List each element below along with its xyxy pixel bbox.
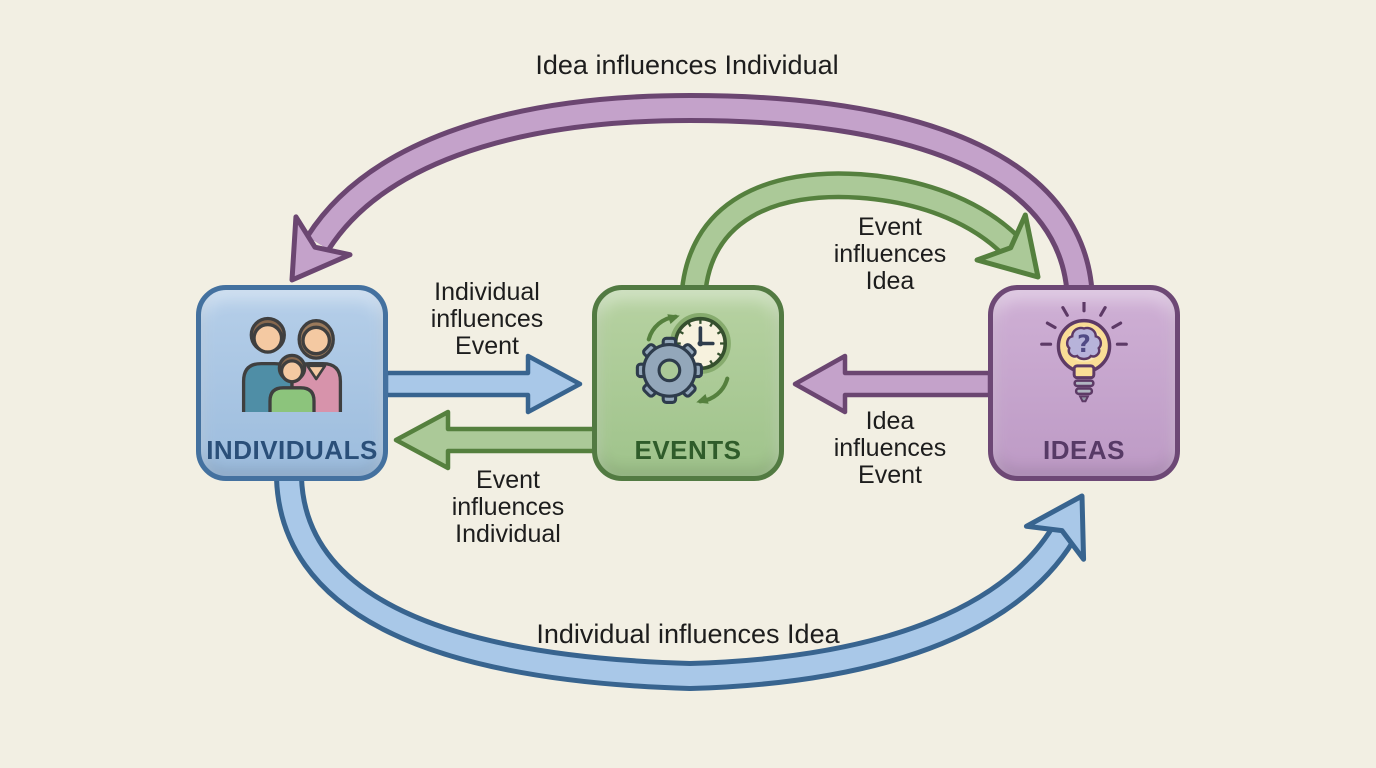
edge-label-idea-influences-individual: Idea influences Individual xyxy=(535,50,839,80)
gear-clock-icon xyxy=(626,302,750,416)
node-events: EVENTS xyxy=(592,285,784,481)
arrowhead-icon xyxy=(289,214,353,283)
node-label-ideas: IDEAS xyxy=(1043,435,1125,465)
lightbulb-brain-icon: ? xyxy=(1025,302,1143,412)
edge-label-event-influences-individual: Event influences Individual xyxy=(451,466,565,548)
edge-label-individual-influences-idea: Individual influences Idea xyxy=(536,619,840,649)
arrowhead-icon xyxy=(1023,493,1087,562)
arrowhead-icon xyxy=(974,212,1041,280)
arc-band xyxy=(309,97,1090,303)
node-ideas: ? IDEAS xyxy=(988,285,1180,481)
arc-band xyxy=(683,175,1020,303)
family-icon xyxy=(226,302,358,412)
edge-label-idea-influences-event: Idea influences Event xyxy=(833,407,947,489)
node-label-events: EVENTS xyxy=(634,435,742,465)
arrow-individual-to-event xyxy=(383,353,583,415)
node-label-individuals: INDIVIDUALS xyxy=(206,435,378,465)
arc-band xyxy=(279,477,1072,687)
arrow-idea-to-individual xyxy=(289,92,1095,303)
edge-label-event-influences-idea: Event influences Idea xyxy=(833,213,947,295)
arrow-event-to-individual xyxy=(393,409,600,471)
svg-text:?: ? xyxy=(1077,330,1091,358)
node-individuals: INDIVIDUALS xyxy=(196,285,388,481)
edge-label-individual-influences-event: Individual influences Event xyxy=(430,278,544,360)
arrow-event-to-idea xyxy=(679,171,1041,303)
arrow-idea-to-event xyxy=(792,353,993,415)
arrow-individual-to-idea xyxy=(274,477,1087,692)
